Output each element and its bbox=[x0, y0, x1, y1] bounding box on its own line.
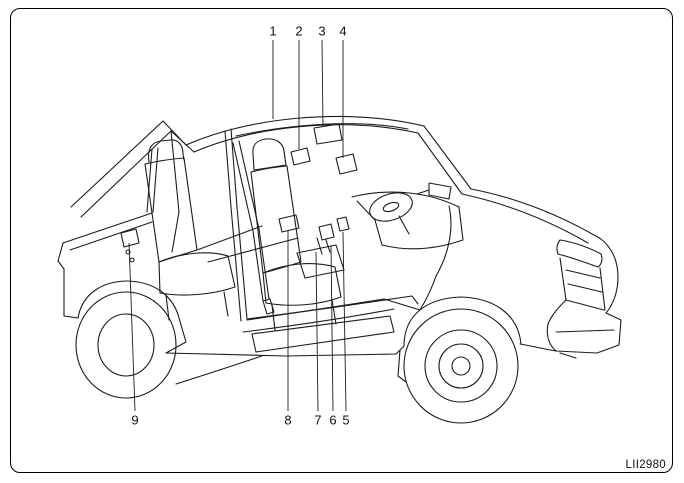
rear-cab-pillar-low bbox=[171, 211, 180, 253]
buckle-2 bbox=[336, 216, 350, 232]
rocker-line bbox=[165, 345, 405, 357]
callout-2: 2 bbox=[295, 23, 303, 39]
front-tire bbox=[403, 308, 519, 424]
b-pillar-inner bbox=[224, 130, 242, 322]
mud-flap bbox=[397, 349, 407, 383]
seat-top-unit bbox=[290, 147, 311, 166]
leader-9 bbox=[128, 242, 136, 412]
rear-lower-body bbox=[165, 317, 187, 354]
fender-to-arch bbox=[419, 275, 437, 311]
rear-headrest bbox=[147, 139, 185, 163]
leader-5 bbox=[342, 231, 347, 412]
dash-top bbox=[351, 191, 460, 208]
seat-frame-bar-1 bbox=[196, 225, 263, 251]
cowl-fender-line bbox=[435, 205, 452, 277]
seat-frame-bar-2 bbox=[207, 237, 299, 263]
hood-top bbox=[470, 188, 602, 240]
steering-hub bbox=[382, 201, 400, 213]
front-seat-leg-1 bbox=[271, 304, 276, 331]
front-cushion bbox=[262, 263, 342, 306]
buckle-stalk-2 bbox=[325, 239, 331, 253]
front-wheel-arch bbox=[403, 296, 522, 347]
bed-rail bbox=[62, 212, 153, 244]
grille-bottom bbox=[565, 299, 605, 311]
callout-9: 9 bbox=[131, 412, 139, 428]
callout-1: 1 bbox=[269, 23, 277, 39]
figure-code: LII2980 bbox=[625, 459, 666, 471]
a-pillar bbox=[423, 125, 472, 190]
rear-belt-b bbox=[152, 147, 159, 213]
dash-face bbox=[381, 206, 464, 250]
cut-diagonal-2 bbox=[80, 130, 172, 218]
callout-6: 6 bbox=[329, 412, 337, 428]
front-belt-a bbox=[232, 142, 264, 302]
roof-rail-line bbox=[235, 123, 409, 137]
steering-wheel bbox=[369, 192, 413, 222]
front-seatback bbox=[250, 165, 302, 274]
figure-border bbox=[10, 8, 673, 473]
rear-door-unit bbox=[120, 228, 140, 248]
leader-lines bbox=[128, 39, 347, 412]
rear-belt-a bbox=[146, 148, 153, 213]
overhead-unit bbox=[313, 123, 343, 145]
bumper-side bbox=[546, 299, 567, 352]
rear-seat-leg-2 bbox=[223, 291, 229, 317]
valance bbox=[559, 352, 577, 359]
cut-diagonal-1 bbox=[70, 120, 164, 208]
hood-inner bbox=[461, 193, 589, 244]
mirror-arm bbox=[416, 189, 430, 195]
callout-8: 8 bbox=[284, 412, 292, 428]
leader-7 bbox=[315, 251, 319, 412]
bumper-crease bbox=[555, 329, 615, 333]
bed-left-edge bbox=[57, 242, 79, 319]
callout-7: 7 bbox=[314, 412, 322, 428]
door-lower-frame bbox=[246, 295, 419, 320]
dash-side bbox=[356, 200, 383, 246]
lower-fascia bbox=[519, 343, 557, 352]
front-hub bbox=[451, 356, 471, 376]
front-rim-inner bbox=[438, 343, 484, 389]
front-belt-b bbox=[238, 140, 270, 300]
b-pillar-outer bbox=[230, 128, 248, 320]
leader-3 bbox=[321, 39, 324, 128]
headlight bbox=[556, 239, 603, 268]
rear-door-dot-1 bbox=[125, 249, 131, 255]
floor-front bbox=[383, 298, 421, 311]
leader-6 bbox=[330, 245, 334, 412]
grille-edge-right bbox=[599, 267, 606, 311]
door-sill-step bbox=[251, 315, 395, 353]
bed-rail-inner bbox=[69, 221, 153, 251]
callout-3: 3 bbox=[318, 23, 326, 39]
rear-seat-leg-1 bbox=[165, 294, 170, 321]
roof-outer-line bbox=[185, 115, 425, 146]
buckle-stalk-1 bbox=[316, 237, 323, 255]
rear-rim bbox=[97, 313, 155, 377]
console-top-unit bbox=[278, 214, 300, 233]
front-nose bbox=[600, 238, 619, 314]
buckle-1 bbox=[318, 223, 335, 241]
cut-join-inner bbox=[170, 130, 195, 153]
pillar-top-unit bbox=[335, 153, 358, 175]
floor-line-2 bbox=[242, 308, 395, 333]
rear-cushion bbox=[158, 252, 236, 296]
callout-5: 5 bbox=[342, 412, 350, 428]
front-rim bbox=[424, 329, 498, 403]
front-headrest bbox=[252, 138, 287, 171]
rear-door-dot-2 bbox=[129, 257, 135, 263]
grille-slat-1 bbox=[565, 269, 601, 279]
mirror bbox=[428, 182, 452, 200]
grille-slat-2 bbox=[567, 283, 603, 293]
grille-edge-left bbox=[559, 257, 567, 301]
rear-cab-pillar bbox=[170, 130, 180, 213]
rear-underbody bbox=[175, 355, 263, 385]
rear-wheel-arch bbox=[77, 280, 180, 319]
belt-anchor bbox=[262, 298, 275, 315]
steering-column bbox=[398, 215, 410, 235]
front-seat-leg-2 bbox=[331, 299, 337, 325]
callout-4: 4 bbox=[339, 23, 347, 39]
bumper bbox=[555, 312, 622, 354]
a-pillar-inner bbox=[417, 132, 463, 195]
rear-tire bbox=[75, 291, 177, 399]
